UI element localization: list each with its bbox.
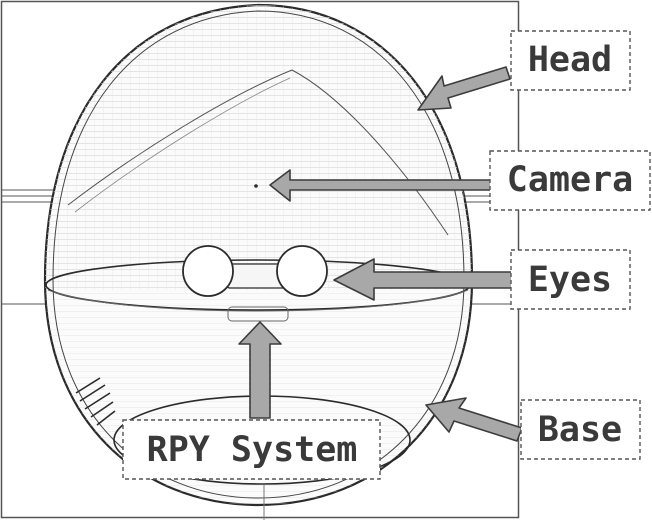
- rpy-system-label: RPY System: [147, 430, 358, 470]
- label-boxes: [122, 30, 651, 480]
- rpy-arrow: [238, 321, 282, 419]
- eyes-assembly: [182, 245, 328, 297]
- eye-mount: [227, 306, 289, 322]
- rpy-label-box: [122, 419, 381, 480]
- head-label: Head: [528, 40, 612, 80]
- head-arrow: [417, 66, 511, 111]
- head-contour-inner: [74, 77, 291, 213]
- base-vents: [75, 377, 116, 426]
- eyes-label: Eyes: [528, 260, 612, 300]
- head-contour: [67, 69, 449, 236]
- camera-label: Camera: [507, 160, 633, 200]
- callout-arrows: [238, 66, 523, 442]
- camera-label-box: [489, 150, 651, 211]
- eyes-label-box: [510, 249, 631, 310]
- camera-lens: [254, 184, 258, 188]
- left-eye: [182, 245, 234, 297]
- base-label-box: [520, 399, 641, 460]
- right-eye: [276, 245, 328, 297]
- base-label: Base: [538, 410, 622, 450]
- head-label-box: [510, 30, 631, 91]
- base-arrow: [425, 397, 523, 442]
